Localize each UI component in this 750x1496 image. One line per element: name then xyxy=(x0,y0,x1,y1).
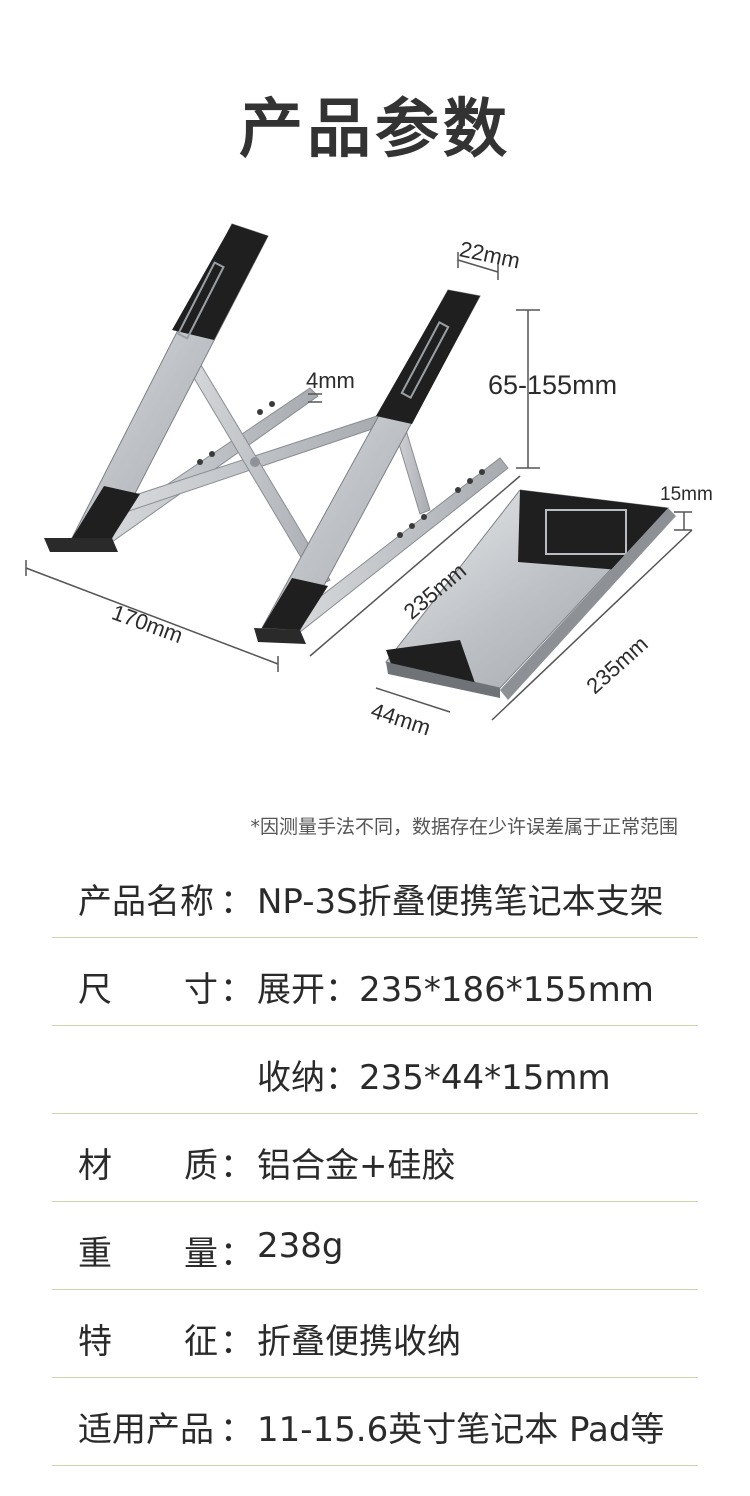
spec-value: 折叠便携收纳 xyxy=(257,1322,461,1362)
spec-colon: ： xyxy=(220,970,254,1010)
spec-label-char: 特 xyxy=(78,1322,112,1362)
dim-label-170mm: 170mm xyxy=(109,600,186,649)
spec-row-material: 材 质 ： 铝合金+硅胶 xyxy=(52,1114,698,1202)
dim-label-22mm: 22mm xyxy=(457,236,522,273)
spec-label-char: 重 xyxy=(78,1234,112,1274)
page-title: 产品参数 xyxy=(239,93,511,167)
spec-value: 收纳：235*44*15mm xyxy=(257,1058,611,1098)
spec-label-char: 量 xyxy=(184,1234,218,1274)
open-stand-illustration xyxy=(44,223,509,644)
spec-label-char: 寸 xyxy=(184,970,218,1010)
product-dimension-diagram: 22mm 4mm 65-155mm 235mm 170mm 15mm 235mm… xyxy=(25,223,713,740)
spec-value: 铝合金+硅胶 xyxy=(257,1146,456,1186)
spec-label: 产品名称 xyxy=(78,882,214,922)
dim-label-235mm-folded: 235mm xyxy=(581,631,652,699)
spec-value: 238g xyxy=(257,1226,344,1266)
spec-row-name: 产品名称 ： NP-3S折叠便携笔记本支架 xyxy=(52,850,698,938)
dim-label-4mm: 4mm xyxy=(306,368,355,393)
spec-colon: ： xyxy=(220,1410,254,1450)
spec-value: 11-15.6英寸笔记本 Pad等 xyxy=(257,1410,665,1450)
measurement-note: *因测量手法不同，数据存在少许误差属于正常范围 xyxy=(250,816,678,838)
spec-row-applicable: 适用产品 ： 11-15.6英寸笔记本 Pad等 xyxy=(52,1378,698,1466)
spec-row-feature: 特 征 ： 折叠便携收纳 xyxy=(52,1290,698,1378)
spec-colon: ： xyxy=(220,1234,254,1274)
spec-colon: ： xyxy=(220,882,254,922)
spec-label-char: 材 xyxy=(78,1146,112,1186)
spec-colon: ： xyxy=(220,1322,254,1362)
dim-label-65-155mm: 65-155mm xyxy=(488,370,617,400)
spec-label: 适用产品 xyxy=(78,1410,214,1450)
spec-value: 展开：235*186*155mm xyxy=(257,970,654,1010)
spec-colon: ： xyxy=(220,1146,254,1186)
spec-row-weight: 重 量 ： 238g xyxy=(52,1202,698,1290)
folded-stand-illustration xyxy=(385,489,676,700)
rail-holes xyxy=(197,401,485,538)
spec-value: NP-3S折叠便携笔记本支架 xyxy=(257,882,664,922)
dimension-lines xyxy=(25,252,693,721)
spec-label-char: 尺 xyxy=(78,970,112,1010)
spec-row-size: 尺 寸 ： 展开：235*186*155mm xyxy=(52,938,698,1026)
spec-row-size-folded: 收纳：235*44*15mm xyxy=(52,1026,698,1114)
spec-label-char: 征 xyxy=(184,1322,218,1362)
dim-label-15mm: 15mm xyxy=(660,484,713,505)
spec-label-char: 质 xyxy=(184,1146,218,1186)
spec-table: 产品名称 ： NP-3S折叠便携笔记本支架 尺 寸 ： 展开：235*186*1… xyxy=(52,850,698,1466)
